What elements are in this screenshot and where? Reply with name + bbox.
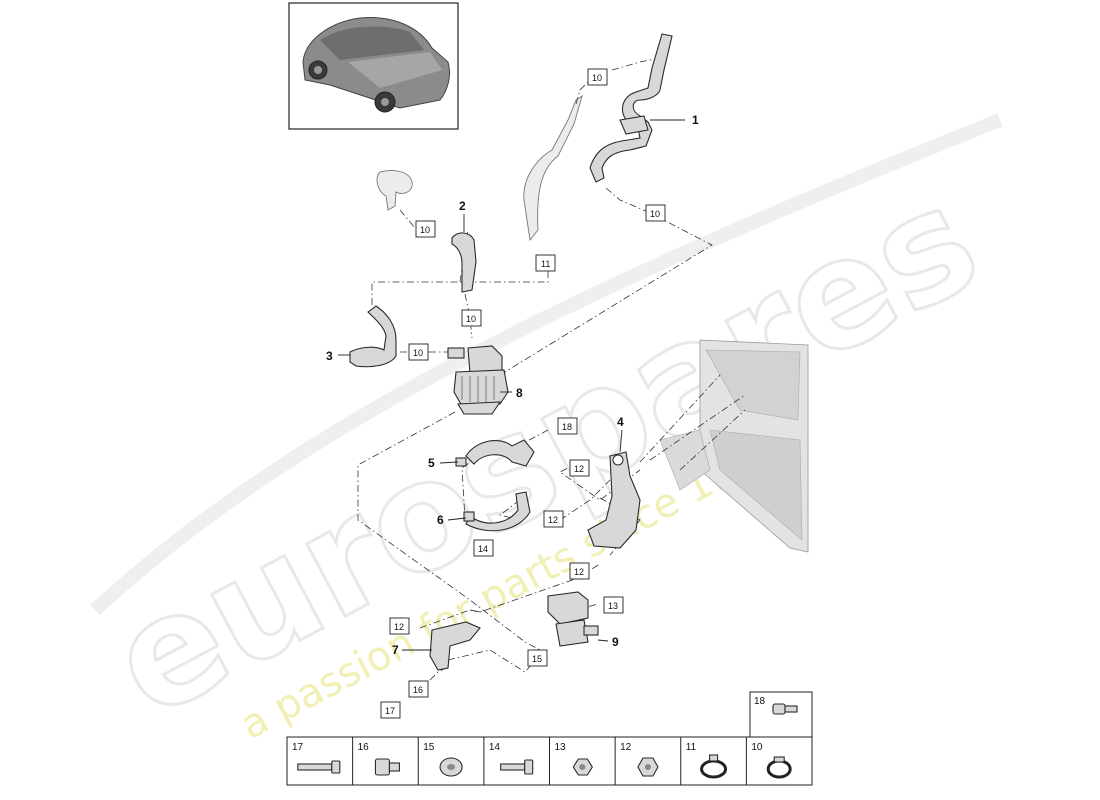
ref-17: 17: [385, 706, 395, 716]
ref-box-12d: 12: [389, 617, 410, 635]
ref-15: 15: [532, 654, 542, 664]
fastener-legend: 18 17 16 15 14 13 12 11 10: [286, 691, 813, 786]
hose-part-2: [451, 232, 477, 293]
water-pump-part-8: [447, 345, 509, 415]
leader-lines: [338, 119, 685, 651]
legend-fastener-16-icon: [374, 758, 400, 776]
ref-box-12b: 12: [543, 510, 564, 528]
ref-box-10e: 10: [408, 343, 429, 361]
ref-box-12c: 12: [569, 562, 590, 580]
ref-box-17: 17: [380, 701, 401, 719]
callout-4: 4: [617, 415, 624, 429]
legend-fastener-17-icon: [297, 760, 341, 774]
hose-part-1: [589, 33, 673, 183]
callout-8: 8: [516, 386, 523, 400]
ref-12a: 12: [574, 464, 584, 474]
ref-box-10b: 10: [645, 204, 666, 222]
hose-part-3: [349, 305, 397, 368]
callout-2: 2: [459, 199, 466, 213]
ref-box-18: 18: [557, 417, 578, 435]
legend-fastener-13-icon: [572, 758, 593, 776]
legend-fastener-10-icon: [766, 756, 792, 779]
legend-num-14: 14: [489, 742, 501, 753]
ref-10a: 10: [592, 73, 602, 83]
callout-5: 5: [428, 456, 435, 470]
callout-3: 3: [326, 349, 333, 363]
ref-12c: 12: [574, 567, 584, 577]
ref-box-12a: 12: [569, 459, 590, 477]
ref-10e: 10: [413, 348, 423, 358]
legend-num-13: 13: [555, 742, 567, 753]
ref-10b: 10: [650, 209, 660, 219]
legend-num-12: 12: [620, 742, 632, 753]
legend-fastener-14-icon: [500, 759, 534, 775]
legend-num-10: 10: [751, 742, 763, 753]
legend-top-num: 18: [754, 696, 766, 707]
legend-num-16: 16: [358, 742, 370, 753]
ref-box-11: 11: [535, 254, 556, 272]
legend-bolt-18-icon: [772, 703, 798, 715]
ref-18: 18: [562, 422, 572, 432]
ref-box-10d: 10: [461, 309, 482, 327]
ref-box-13: 13: [603, 596, 624, 614]
ref-12b: 12: [548, 515, 558, 525]
legend-num-17: 17: [292, 742, 304, 753]
clamp-bracket-upper-part-5: [455, 439, 535, 467]
bracket-part-7: [429, 621, 481, 671]
ref-box-15: 15: [527, 649, 548, 667]
callout-1: 1: [692, 113, 699, 127]
ref-box-10a: 10: [587, 68, 608, 86]
legend-fastener-11-icon: [700, 754, 728, 779]
mounting-bracket-part-4: [587, 451, 641, 549]
vehicle-thumbnail: [288, 2, 459, 130]
valve-part-9: [547, 591, 599, 647]
ref-10d: 10: [466, 314, 476, 324]
ref-box-16: 16: [408, 680, 429, 698]
callout-9: 9: [612, 635, 619, 649]
ref-box-10c: 10: [415, 220, 436, 238]
legend-num-11: 11: [686, 742, 697, 753]
ref-12d: 12: [394, 622, 404, 632]
callout-6: 6: [437, 513, 444, 527]
ghost-parts: [376, 94, 583, 242]
legend-fastener-12-icon: [637, 757, 659, 777]
legend-fastener-15-icon: [439, 757, 463, 777]
ref-14: 14: [478, 544, 488, 554]
ref-10c: 10: [420, 225, 430, 235]
clamp-bracket-lower-part-6: [463, 491, 531, 532]
legend-num-15: 15: [423, 742, 435, 753]
callout-7: 7: [392, 643, 399, 657]
ref-13: 13: [608, 601, 618, 611]
ref-16: 16: [413, 685, 423, 695]
ref-11: 11: [541, 259, 550, 269]
ref-box-14: 14: [473, 539, 494, 557]
engine-bay-panel: [659, 339, 809, 553]
